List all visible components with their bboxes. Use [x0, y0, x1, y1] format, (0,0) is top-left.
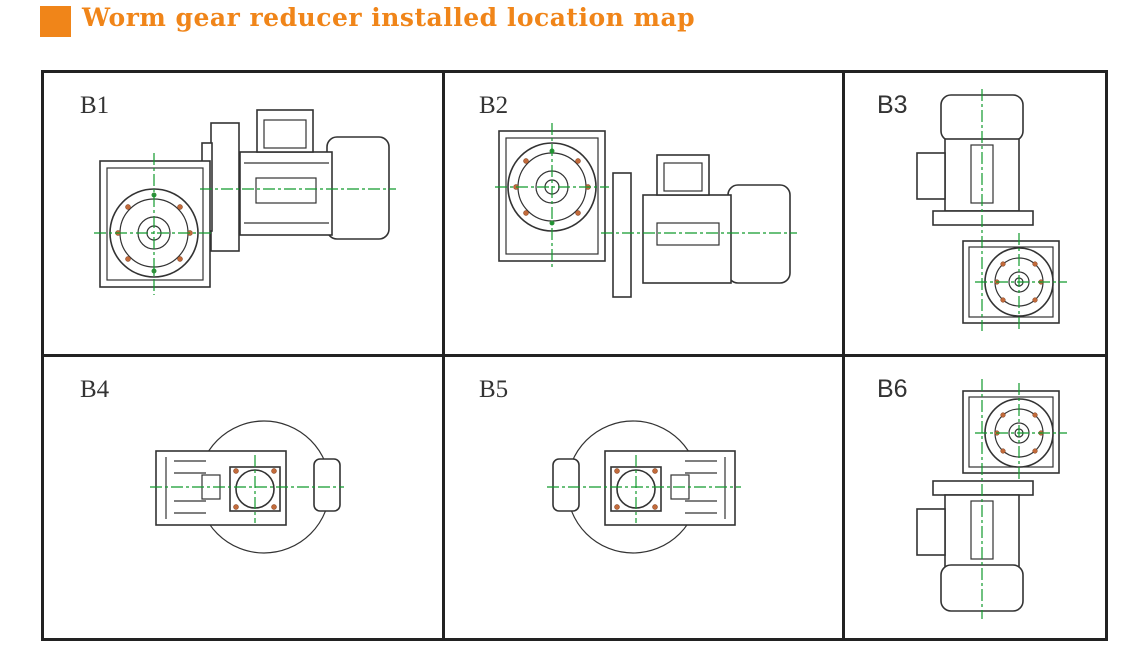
grid-divider	[44, 354, 1105, 357]
gearbox-drawing-b4	[150, 420, 344, 554]
gearbox-drawing-b2	[495, 123, 797, 298]
gearbox-drawing-b5	[547, 420, 741, 554]
position-cell-b1: B1	[44, 73, 442, 354]
position-label: B6	[877, 375, 908, 403]
gearbox-drawing-b6	[916, 379, 1067, 619]
position-label: B1	[80, 92, 110, 119]
gearbox-drawing-b3	[916, 89, 1067, 331]
position-cell-b3: B3	[845, 73, 1105, 354]
position-label: B4	[80, 376, 110, 403]
position-label: B2	[479, 92, 509, 119]
position-label: B5	[479, 376, 509, 403]
position-cell-b4: B4	[44, 357, 442, 638]
position-cell-b5: B5	[445, 357, 842, 638]
gearbox-drawing-b1	[94, 109, 396, 295]
mounting-position-grid: B1	[41, 70, 1108, 641]
position-cell-b2: B2	[445, 73, 842, 354]
position-label: B3	[877, 91, 908, 119]
title-marker-square	[40, 6, 71, 37]
position-cell-b6: B6	[845, 357, 1105, 638]
page-title: Worm gear reducer installed location map	[82, 3, 696, 32]
